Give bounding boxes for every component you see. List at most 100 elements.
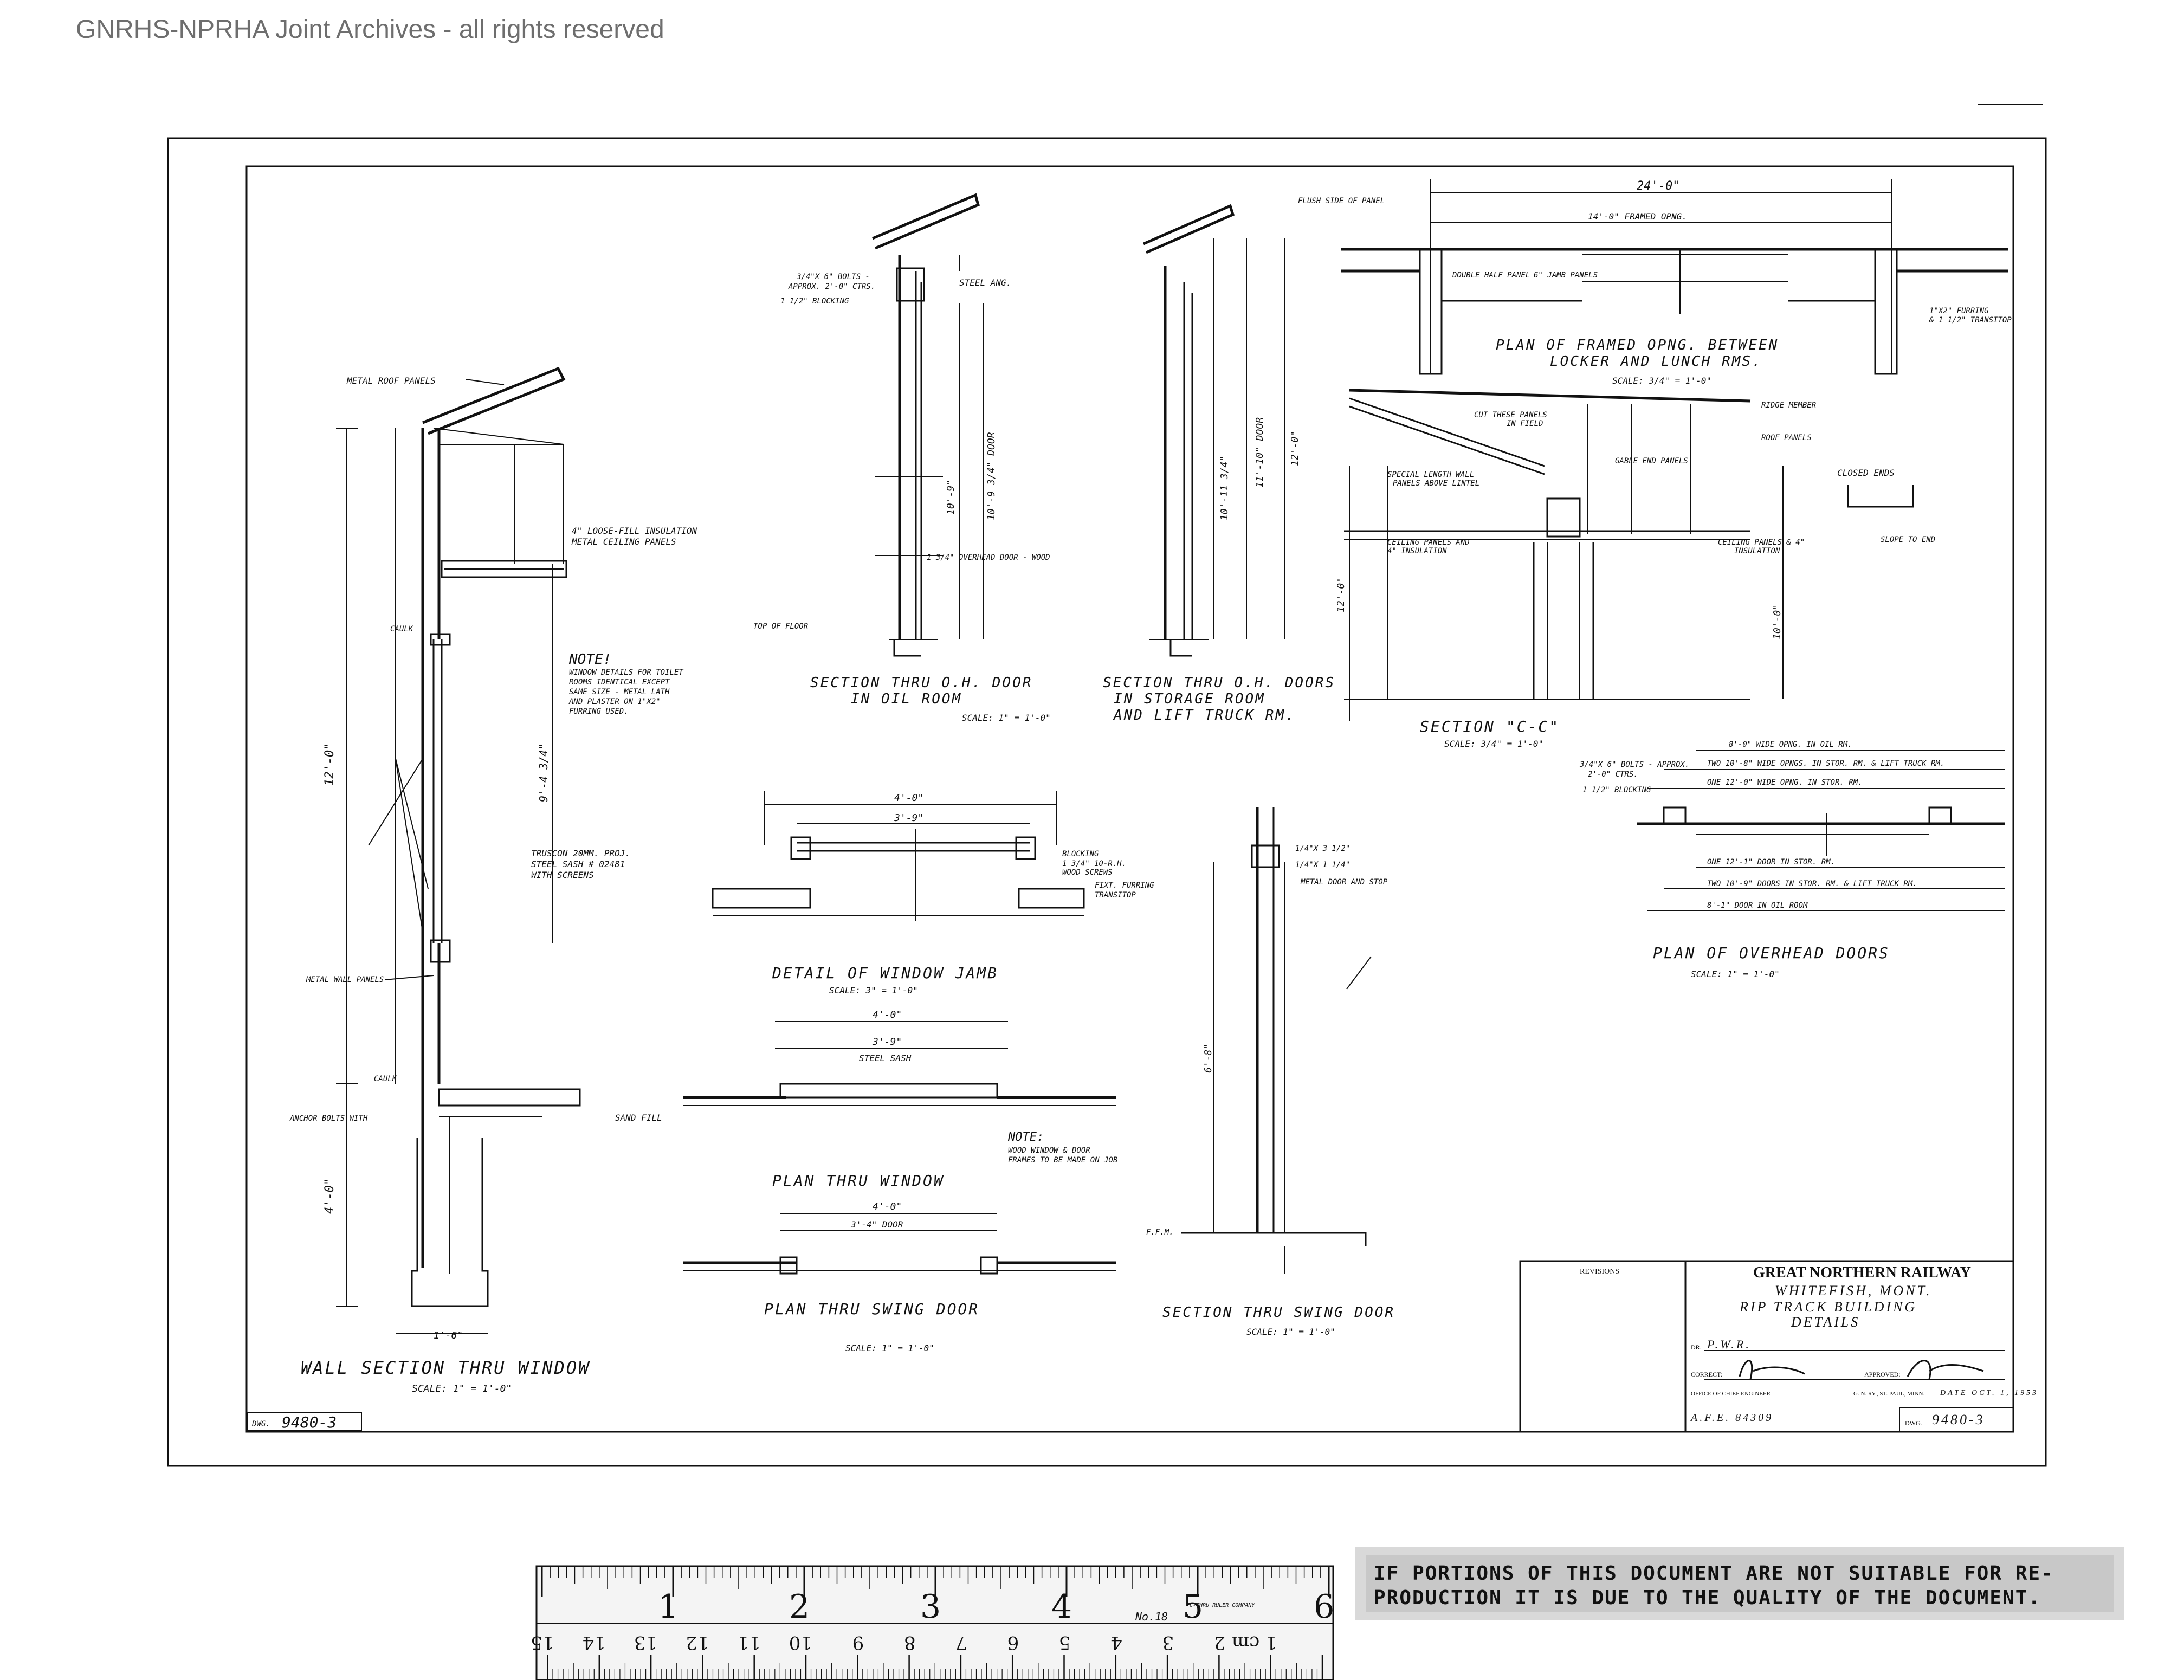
revisions-label: REVISIONS [1580, 1268, 1619, 1276]
svg-text:12'-0": 12'-0" [323, 743, 337, 786]
svg-text:TWO 10'-9" DOORS IN STOR. RM.: TWO 10'-9" DOORS IN STOR. RM. & LIFT TRU… [1707, 880, 1917, 888]
svg-text:TRUSCON 20MM. PROJ.: TRUSCON 20MM. PROJ. [531, 848, 630, 858]
ruler-cm-label: 9 [852, 1632, 864, 1653]
ruler-cm-label: 12 [686, 1632, 709, 1653]
svg-text:No.18: No.18 [1135, 1610, 1168, 1623]
ruler-cm-label: 6 [1007, 1632, 1019, 1653]
svg-text:ONE 12'-1" DOOR IN STOR. RM.: ONE 12'-1" DOOR IN STOR. RM. [1707, 858, 1835, 867]
svg-text:TOP OF FLOOR: TOP OF FLOOR [753, 622, 808, 631]
svg-text:6'-8": 6'-8" [1203, 1044, 1214, 1073]
dwg-number-left: DWG. 9480-3 [247, 1412, 362, 1431]
oil-room-title: SECTION THRU O.H. DOOR [810, 675, 1032, 691]
svg-text:1'-6": 1'-6" [434, 1330, 463, 1341]
svg-text:GABLE END PANELS: GABLE END PANELS [1615, 457, 1688, 466]
svg-text:STEEL SASH # 02481: STEEL SASH # 02481 [531, 859, 625, 869]
svg-text:4'-0": 4'-0" [894, 792, 923, 804]
svg-text:1 1/2" BLOCKING: 1 1/2" BLOCKING [780, 297, 849, 306]
svg-text:10'-11 3/4": 10'-11 3/4" [1219, 456, 1230, 520]
svg-text:A.F.E. 84309: A.F.E. 84309 [1690, 1412, 1773, 1424]
ruler-cm-label: 4 [1110, 1632, 1122, 1653]
svg-text:1/4"X 1 1/4": 1/4"X 1 1/4" [1295, 861, 1350, 869]
quality-notice-stamp: IF PORTIONS OF THIS DOCUMENT ARE NOT SUI… [1355, 1547, 2124, 1620]
svg-text:F.F.M.: F.F.M. [1146, 1228, 1174, 1237]
svg-text:8'-1" DOOR IN OIL ROOM: 8'-1" DOOR IN OIL ROOM [1707, 901, 1808, 910]
svg-text:CUT THESE PANELS: CUT THESE PANELS [1474, 411, 1547, 419]
ruler-inch-label: 4 [1051, 1588, 1072, 1626]
ruler-inch-label: 6 [1314, 1588, 1334, 1626]
svg-text:DR.: DR. [1691, 1343, 1702, 1351]
svg-text:CLOSED ENDS: CLOSED ENDS [1837, 468, 1895, 478]
svg-text:SCALE: 1" = 1'-0": SCALE: 1" = 1'-0" [1246, 1327, 1335, 1337]
svg-text:1"X2" FURRING: 1"X2" FURRING [1929, 307, 1989, 315]
svg-text:G. N. RY., ST. PAUL, MINN.: G. N. RY., ST. PAUL, MINN. [1853, 1391, 1924, 1397]
ruler-cm-label: 15 [531, 1632, 554, 1653]
svg-text:PRODUCTION IT IS DUE TO THE QU: PRODUCTION IT IS DUE TO THE QUALITY OF T… [1374, 1587, 2041, 1609]
storage-room-section-view: 10'-11 3/4" 11'-10" DOOR 12'-0" SECTION … [1103, 204, 1334, 723]
svg-text:8'-0" WIDE OPNG. IN OIL RM.: 8'-0" WIDE OPNG. IN OIL RM. [1729, 740, 1852, 749]
overhead-doors-title: PLAN OF OVERHEAD DOORS [1653, 944, 1890, 962]
inner-border [245, 165, 2014, 1433]
svg-text:IN FIELD: IN FIELD [1507, 419, 1543, 428]
svg-text:INSULATION: INSULATION [1734, 547, 1780, 555]
plan-swing-door-view: 4'-0" 3'-4" DOOR PLAN THRU SWING DOOR SC… [683, 1201, 1116, 1353]
svg-text:24'-0": 24'-0" [1637, 179, 1679, 193]
svg-text:SAME SIZE - METAL LATH: SAME SIZE - METAL LATH [569, 688, 670, 696]
svg-text:SPECIAL LENGTH WALL: SPECIAL LENGTH WALL [1387, 470, 1474, 479]
svg-text:10'-0": 10'-0" [1772, 604, 1783, 639]
ruler-inch-label: 5 [1183, 1588, 1203, 1626]
svg-text:METAL CEILING PANELS: METAL CEILING PANELS [571, 537, 676, 547]
svg-text:METAL ROOF PANELS: METAL ROOF PANELS [346, 376, 436, 386]
svg-text:SCALE: 1" = 1'-0": SCALE: 1" = 1'-0" [845, 1343, 934, 1353]
svg-text:3/4"X 6" BOLTS - APPROX.: 3/4"X 6" BOLTS - APPROX. [1579, 760, 1689, 769]
svg-text:C-THRU RULER COMPANY: C-THRU RULER COMPANY [1190, 1603, 1255, 1608]
svg-text:9'-4 3/4": 9'-4 3/4" [537, 744, 550, 802]
svg-text:METAL DOOR AND STOP: METAL DOOR AND STOP [1300, 878, 1388, 887]
framed-opening-title: PLAN OF FRAMED OPNG. BETWEEN [1496, 337, 1779, 353]
svg-text:IN OIL ROOM: IN OIL ROOM [851, 691, 962, 707]
svg-text:P.W.R.: P.W.R. [1707, 1337, 1751, 1351]
ruler-cm-label: 5 [1059, 1632, 1071, 1653]
svg-text:WITH SCREENS: WITH SCREENS [531, 870, 594, 880]
svg-text:1 3/4" 10-R.H.: 1 3/4" 10-R.H. [1062, 860, 1126, 868]
svg-text:FURRING USED.: FURRING USED. [569, 707, 629, 716]
svg-text:FLUSH SIDE OF PANEL: FLUSH SIDE OF PANEL [1298, 197, 1385, 205]
svg-text:ROOMS IDENTICAL EXCEPT: ROOMS IDENTICAL EXCEPT [569, 678, 670, 687]
svg-text:BLOCKING: BLOCKING [1062, 850, 1099, 858]
svg-text:NOTE!: NOTE! [568, 651, 611, 668]
svg-text:CAULK: CAULK [390, 625, 414, 634]
ruler-inch-label: 1 [658, 1588, 679, 1626]
svg-text:APPROVED:: APPROVED: [1864, 1371, 1901, 1378]
svg-text:AND PLASTER ON 1"X2": AND PLASTER ON 1"X2" [568, 697, 661, 706]
railway-name: GREAT NORTHERN RAILWAY [1753, 1264, 1971, 1281]
svg-text:ANCHOR BOLTS WITH: ANCHOR BOLTS WITH [289, 1114, 368, 1123]
ruler-cm-label: 13 [634, 1632, 657, 1653]
svg-text:1 3/4" OVERHEAD DOOR - WOOD: 1 3/4" OVERHEAD DOOR - WOOD [927, 553, 1050, 562]
framed-opening-plan-view: 24'-0" 14'-0" FRAMED OPNG. FLUSH SIDE OF… [1298, 179, 2012, 386]
svg-text:APPROX. 2'-0" CTRS.: APPROX. 2'-0" CTRS. [788, 282, 875, 291]
ruler-inch-label: 3 [920, 1588, 941, 1626]
plan-window-title: PLAN THRU WINDOW [772, 1172, 945, 1190]
svg-text:2'-0" CTRS.: 2'-0" CTRS. [1588, 770, 1638, 779]
svg-text:DATE OCT. 1, 1953: DATE OCT. 1, 1953 [1940, 1389, 2038, 1397]
window-jamb-detail-view: 4'-0" 3'-9" BLOCKING 1 3/4" 10-R.H. WOOD… [712, 791, 1154, 996]
ruler-cm-label: 1 cm [1232, 1632, 1277, 1653]
svg-text:METAL WALL PANELS: METAL WALL PANELS [306, 975, 384, 984]
outer-border [167, 137, 2047, 1467]
dwg-number: 9480-3 [1932, 1412, 1985, 1427]
svg-text:SCALE: 3/4" = 1'-0": SCALE: 3/4" = 1'-0" [1612, 376, 1711, 386]
svg-text:WOOD SCREWS: WOOD SCREWS [1062, 868, 1113, 877]
svg-text:FIXT. FURRING: FIXT. FURRING [1095, 881, 1154, 890]
svg-text:3/4"X 6" BOLTS -: 3/4"X 6" BOLTS - [796, 273, 870, 281]
svg-text:4" INSULATION: 4" INSULATION [1387, 547, 1447, 555]
svg-text:PANELS ABOVE LINTEL: PANELS ABOVE LINTEL [1393, 479, 1479, 488]
svg-text:CEILING PANELS & 4": CEILING PANELS & 4" [1718, 538, 1805, 547]
svg-text:STEEL ANG.: STEEL ANG. [959, 277, 1011, 288]
svg-text:SCALE: 3" = 1'-0": SCALE: 3" = 1'-0" [829, 985, 918, 996]
section-cc-view: 12'-0" 10'-0" RIDGE MEMBER ROOF PANELS G… [1335, 389, 1935, 749]
svg-text:ROOF PANELS: ROOF PANELS [1761, 434, 1812, 442]
plan-thru-window-view: 4'-0" 3'-9" STEEL SASH NOTE: WOOD WINDOW… [683, 1009, 1117, 1190]
svg-text:AND LIFT TRUCK RM.: AND LIFT TRUCK RM. [1113, 707, 1296, 723]
section-cc-title: SECTION "C-C" [1420, 718, 1560, 735]
svg-text:3'-9": 3'-9" [894, 812, 923, 824]
